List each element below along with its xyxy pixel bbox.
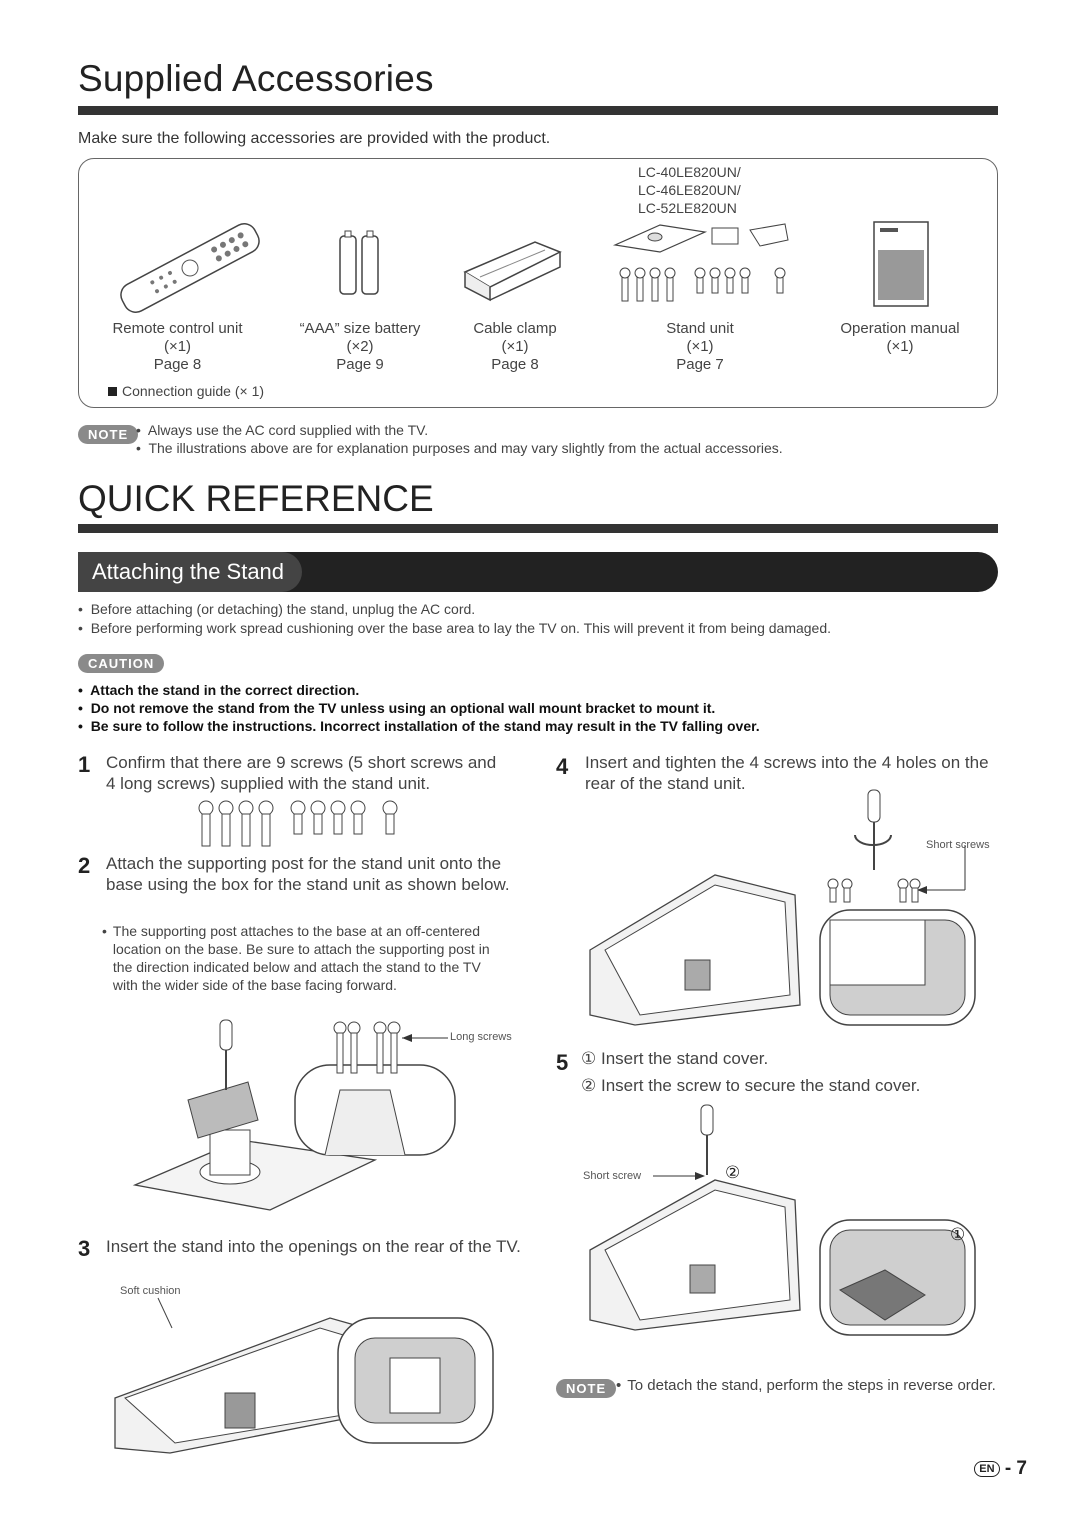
circled-1-icon: ① <box>581 1049 597 1068</box>
accessory-name: Stand unit <box>666 320 734 337</box>
accessory-qty: (×1) <box>886 338 914 355</box>
caution-item: • Attach the stand in the correct direct… <box>78 682 360 698</box>
accessory-manual: Operation manual (×1) <box>825 320 975 356</box>
short-screw-label: Short screw <box>583 1170 642 1182</box>
accessory-page: Page 8 <box>153 356 202 373</box>
note-item: • The illustrations above are for explan… <box>136 440 783 456</box>
accessory-stand: Stand unit (×1) Page 7 <box>625 320 775 374</box>
soft-cushion-label: Soft cushion <box>120 1285 181 1297</box>
connection-guide: Connection guide (× 1) <box>108 383 264 399</box>
note-item: • Always use the AC cord supplied with t… <box>136 422 429 438</box>
page-title: Supplied Accessories <box>78 58 434 99</box>
accessories-box <box>78 158 998 408</box>
accessory-qty: (×1) <box>501 338 529 355</box>
language-badge: EN <box>974 1460 1000 1477</box>
accessory-qty: (×2) <box>346 338 374 355</box>
model-number: LC-52LE820UN <box>638 200 737 216</box>
final-note: •To detach the stand, perform the steps … <box>616 1377 996 1394</box>
square-bullet-icon <box>108 387 117 396</box>
screws-illustration <box>198 800 398 847</box>
caution-item: • Be sure to follow the instructions. In… <box>78 718 760 734</box>
step-2-illustration <box>132 1019 456 1211</box>
step-number: 5 <box>556 1050 569 1075</box>
title-rule <box>78 106 998 115</box>
caution-list: • Attach the stand in the correct direct… <box>78 681 760 735</box>
step-2-text: Attach the supporting post for the stand… <box>106 854 510 894</box>
remote-control-illustration <box>120 223 260 313</box>
stand-unit-illustration <box>612 223 789 302</box>
cable-clamp-illustration <box>463 241 562 302</box>
step-number: 2 <box>78 853 91 878</box>
intro-text: Make sure the following accessories are … <box>78 130 551 147</box>
accessory-cable-clamp: Cable clamp (×1) Page 8 <box>440 320 590 374</box>
accessory-qty: (×1) <box>163 338 192 355</box>
operation-manual-illustration <box>873 221 929 307</box>
step-3-text: Insert the stand into the openings on th… <box>106 1237 521 1256</box>
note-list: • Always use the AC cord supplied with t… <box>136 421 783 457</box>
step-1-text: Confirm that there are 9 screws (5 short… <box>106 753 497 793</box>
battery-illustration <box>339 230 379 295</box>
accessory-remote: Remote control unit (×1) Page 8 <box>100 320 255 374</box>
accessory-qty: (×1) <box>686 338 714 355</box>
model-number: LC-40LE820UN/ <box>638 164 741 180</box>
step-5-b: ② Insert the screw to secure the stand c… <box>581 1076 921 1095</box>
accessory-name: Remote control unit <box>112 320 243 337</box>
caution-item: • Do not remove the stand from the TV un… <box>78 700 716 716</box>
long-screws-label: Long screws <box>450 1031 512 1043</box>
accessory-name: “AAA” size battery <box>299 320 421 337</box>
model-number: LC-46LE820UN/ <box>638 182 741 198</box>
step-5-a: ① Insert the stand cover. <box>581 1049 769 1068</box>
accessory-battery: “AAA” size battery (×2) Page 9 <box>285 320 435 374</box>
circled-2-icon: ② <box>581 1076 597 1095</box>
step-number: 3 <box>78 1236 91 1261</box>
svg-text:①: ① <box>950 1225 965 1244</box>
step-3-illustration <box>114 1297 494 1454</box>
note-badge: NOTE <box>78 425 139 444</box>
prep-bullets: • Before attaching (or detaching) the st… <box>78 600 831 638</box>
bullet-item: • Before performing work spread cushioni… <box>78 620 832 636</box>
accessory-name: Operation manual <box>840 320 960 337</box>
step-4-illustration <box>589 789 976 1026</box>
short-screws-label: Short screws <box>926 839 990 851</box>
section-title: Attaching the Stand <box>78 552 303 592</box>
step-5-illustration: ② ① <box>589 1104 976 1336</box>
quick-rule <box>78 524 998 533</box>
bullet-item: • Before attaching (or detaching) the st… <box>78 601 476 617</box>
accessory-page: Page 7 <box>676 356 724 373</box>
quick-reference-title: QUICK REFERENCE <box>78 478 434 519</box>
accessory-page: Page 8 <box>491 356 539 373</box>
final-note-badge: NOTE <box>556 1379 617 1398</box>
caution-badge: CAUTION <box>78 654 165 673</box>
step-4-text: Insert and tighten the 4 screws into the… <box>585 753 989 793</box>
svg-text:②: ② <box>725 1163 740 1182</box>
step-number: 4 <box>556 754 569 779</box>
accessory-page: Page 9 <box>336 356 384 373</box>
step-2-subnote: •The supporting post attaches to the bas… <box>102 923 490 993</box>
accessory-name: Cable clamp <box>473 320 557 337</box>
page-number: EN - 7 <box>974 1458 1027 1480</box>
step-number: 1 <box>78 752 91 777</box>
